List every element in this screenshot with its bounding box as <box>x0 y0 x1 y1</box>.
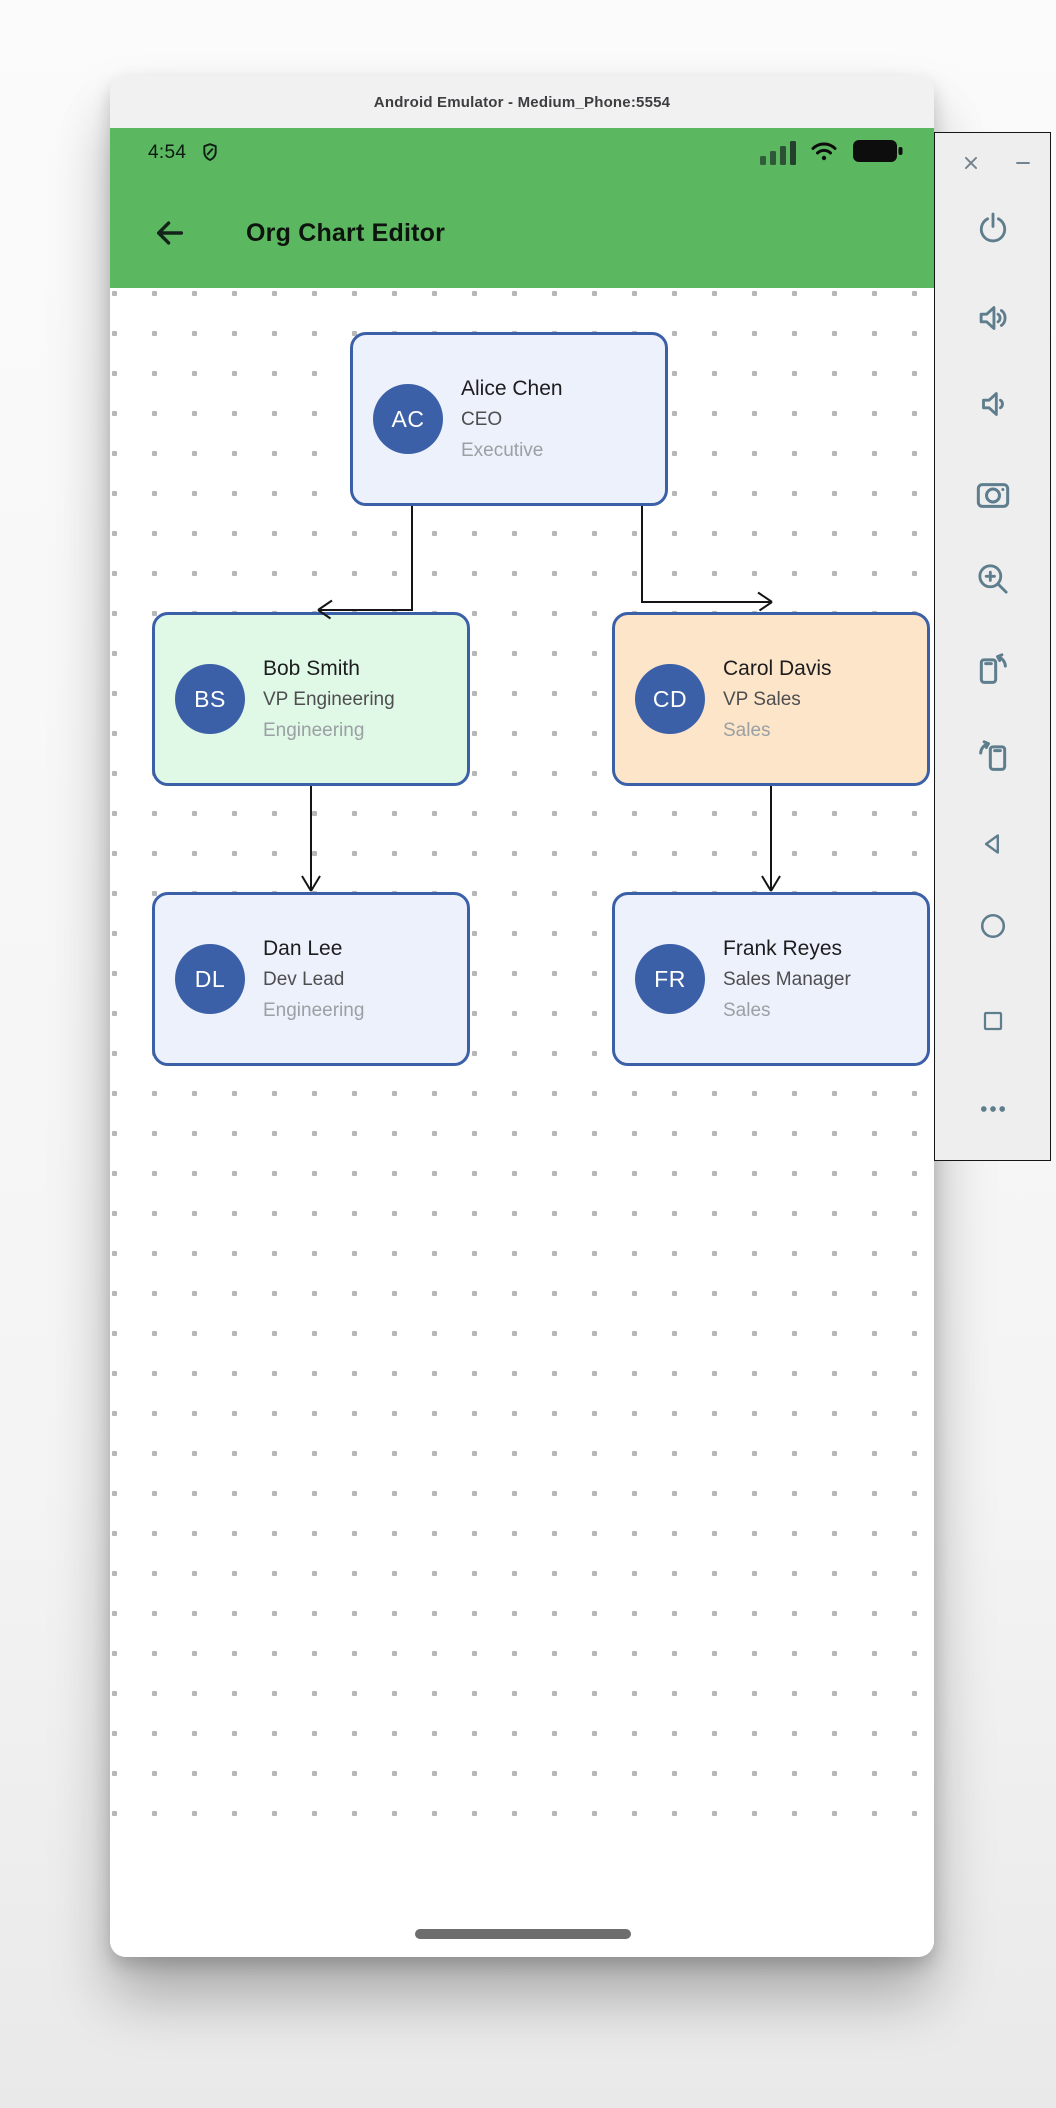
person-role: Sales Manager <box>723 968 851 990</box>
person-department: Engineering <box>263 999 365 1021</box>
overview-square-icon <box>983 1011 1003 1031</box>
volume-down-button[interactable] <box>972 383 1014 425</box>
status-bar: 4:54 <box>110 128 934 178</box>
person-role: VP Sales <box>723 688 801 710</box>
home-circle-icon <box>980 913 1006 939</box>
minimize-button[interactable] <box>1007 147 1039 179</box>
org-node-carol[interactable]: CD Carol Davis VP Sales Sales <box>612 612 930 786</box>
battery-full-icon <box>852 138 904 169</box>
avatar: CD <box>635 664 705 734</box>
arrow-left-icon <box>156 221 184 245</box>
org-chart-edges <box>301 506 781 892</box>
person-name: Carol Davis <box>723 656 832 680</box>
person-name: Bob Smith <box>263 656 360 680</box>
org-node-frank[interactable]: FR Frank Reyes Sales Manager Sales <box>612 892 930 1066</box>
minimize-icon <box>1016 162 1030 164</box>
power-button[interactable] <box>972 207 1014 249</box>
person-role: VP Engineering <box>263 688 395 710</box>
rotate-phone-ccw-icon <box>979 653 1007 684</box>
avatar: AC <box>373 384 443 454</box>
person-department: Engineering <box>263 719 365 741</box>
power-icon <box>979 212 1007 243</box>
person-department: Sales <box>723 719 771 741</box>
emulator-window: Android Emulator - Medium_Phone:5554 4:5… <box>110 76 934 1957</box>
camera-icon <box>976 483 1010 508</box>
back-nav-button[interactable] <box>972 823 1014 865</box>
wifi-icon <box>809 138 839 169</box>
back-button[interactable] <box>152 215 188 251</box>
back-triangle-icon <box>984 834 999 854</box>
home-nav-button[interactable] <box>972 905 1014 947</box>
more-button[interactable] <box>972 1088 1014 1130</box>
avatar: FR <box>635 944 705 1014</box>
person-role: CEO <box>461 408 503 430</box>
person-role: Dev Lead <box>263 968 345 990</box>
person-name: Frank Reyes <box>723 936 843 960</box>
volume-up-icon <box>979 306 1007 330</box>
org-chart-canvas[interactable]: AC Alice Chen CEO Executive BS Bob Smith… <box>110 288 934 1957</box>
person-department: Executive <box>461 439 544 461</box>
person-name: Dan Lee <box>263 936 343 960</box>
signal-icon <box>760 141 796 165</box>
clock: 4:54 <box>148 142 187 163</box>
volume-down-icon <box>982 392 1004 416</box>
rotate-clockwise-button[interactable] <box>972 735 1014 777</box>
app-bar: Org Chart Editor <box>110 178 934 288</box>
window-titlebar: Android Emulator - Medium_Phone:5554 <box>110 76 934 128</box>
window-title: Android Emulator - Medium_Phone:5554 <box>373 93 671 111</box>
privacy-shield-icon <box>198 141 222 165</box>
person-department: Sales <box>723 999 771 1021</box>
zoom-in-button[interactable] <box>972 558 1014 600</box>
camera-screenshot-button[interactable] <box>972 473 1014 515</box>
more-dots-icon <box>980 1106 1006 1112</box>
home-indicator-bar[interactable] <box>415 1929 631 1939</box>
rotate-phone-cw-icon <box>979 740 1007 771</box>
avatar: BS <box>175 664 245 734</box>
close-icon <box>964 156 978 170</box>
zoom-in-icon <box>978 564 1008 594</box>
volume-up-button[interactable] <box>972 297 1014 339</box>
emulator-toolbar <box>934 132 1051 1161</box>
org-node-dan[interactable]: DL Dan Lee Dev Lead Engineering <box>152 892 470 1066</box>
close-button[interactable] <box>955 147 987 179</box>
avatar: DL <box>175 944 245 1014</box>
org-node-alice[interactable]: AC Alice Chen CEO Executive <box>350 332 668 506</box>
org-node-bob[interactable]: BS Bob Smith VP Engineering Engineering <box>152 612 470 786</box>
overview-nav-button[interactable] <box>972 1000 1014 1042</box>
person-name: Alice Chen <box>461 376 563 400</box>
page-title: Org Chart Editor <box>246 218 446 247</box>
rotate-counterclockwise-button[interactable] <box>972 648 1014 690</box>
